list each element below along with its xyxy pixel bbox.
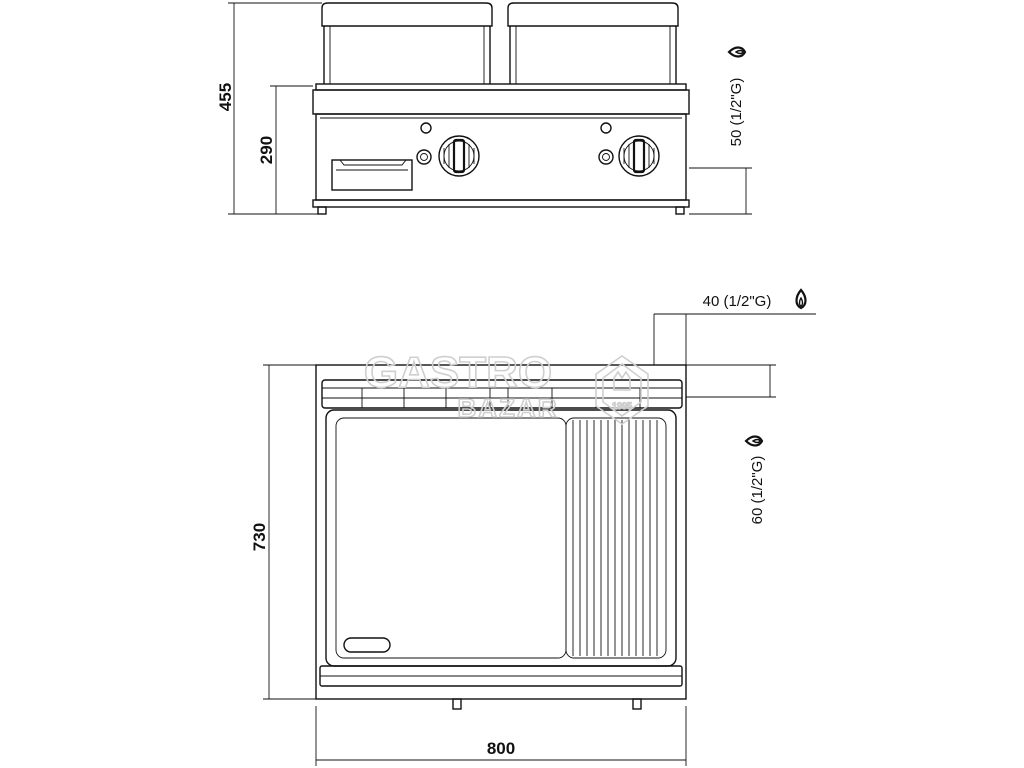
foot-front-left [452, 698, 462, 710]
top-view: 730 800 40 (1/2"G) 60 (1/2"G) [250, 293, 816, 766]
dimension-depth: 730 [250, 364, 316, 700]
dimension-front-gas: 50 (1/2"G) [689, 78, 752, 215]
height-total-label: 455 [216, 83, 235, 111]
front-gas-label: 50 (1/2"G) [728, 78, 745, 147]
dimension-height-body: 290 [257, 85, 313, 214]
ribs [572, 420, 658, 656]
ignition-button-right[interactable] [598, 149, 614, 165]
drip-drawer[interactable] [331, 159, 413, 191]
watermark-seal: 1995 [595, 355, 649, 425]
height-body-label: 290 [257, 136, 276, 164]
ribbed-zone [565, 417, 667, 659]
watermark-line2: BAZAR [458, 393, 559, 423]
right-lid [507, 2, 679, 84]
upper-panel [312, 89, 690, 115]
pilot-light-right [600, 122, 612, 134]
dimension-top-gas: 40 (1/2"G) [653, 293, 816, 365]
depth-label: 730 [250, 523, 269, 551]
gas-flame-icon [795, 288, 807, 310]
dimension-height-total: 455 [216, 2, 322, 215]
side-gas-label: 60 (1/2"G) [749, 456, 766, 525]
pilot-light-left [420, 122, 432, 134]
foot-front-right [632, 698, 642, 710]
watermark-line1: GASTRO [364, 348, 552, 397]
back-splash [321, 379, 683, 409]
foot-right [675, 206, 685, 215]
width-label: 800 [487, 739, 515, 758]
control-knob-icon[interactable] [618, 135, 660, 177]
ignition-button-left[interactable] [416, 149, 432, 165]
gas-flame-icon [744, 435, 764, 447]
smooth-zone [335, 417, 567, 659]
foot-left [317, 206, 327, 215]
gas-flame-icon [727, 46, 747, 58]
control-knob-icon[interactable] [438, 135, 480, 177]
drain-slot [343, 637, 391, 653]
top-gas-label: 40 (1/2"G) [703, 293, 772, 310]
griddle-plate [325, 409, 677, 667]
left-lid [321, 2, 493, 84]
front-view: 455 290 50 (1/2"G) [216, 2, 752, 215]
watermark-year: 1995 [612, 401, 632, 411]
dimension-side-gas: 60 (1/2"G) [686, 364, 776, 525]
watermark-logo: GASTRO BAZAR 1995 [363, 347, 649, 425]
front-body [315, 113, 687, 201]
dimension-width: 800 [315, 706, 687, 766]
top-body [315, 364, 687, 700]
